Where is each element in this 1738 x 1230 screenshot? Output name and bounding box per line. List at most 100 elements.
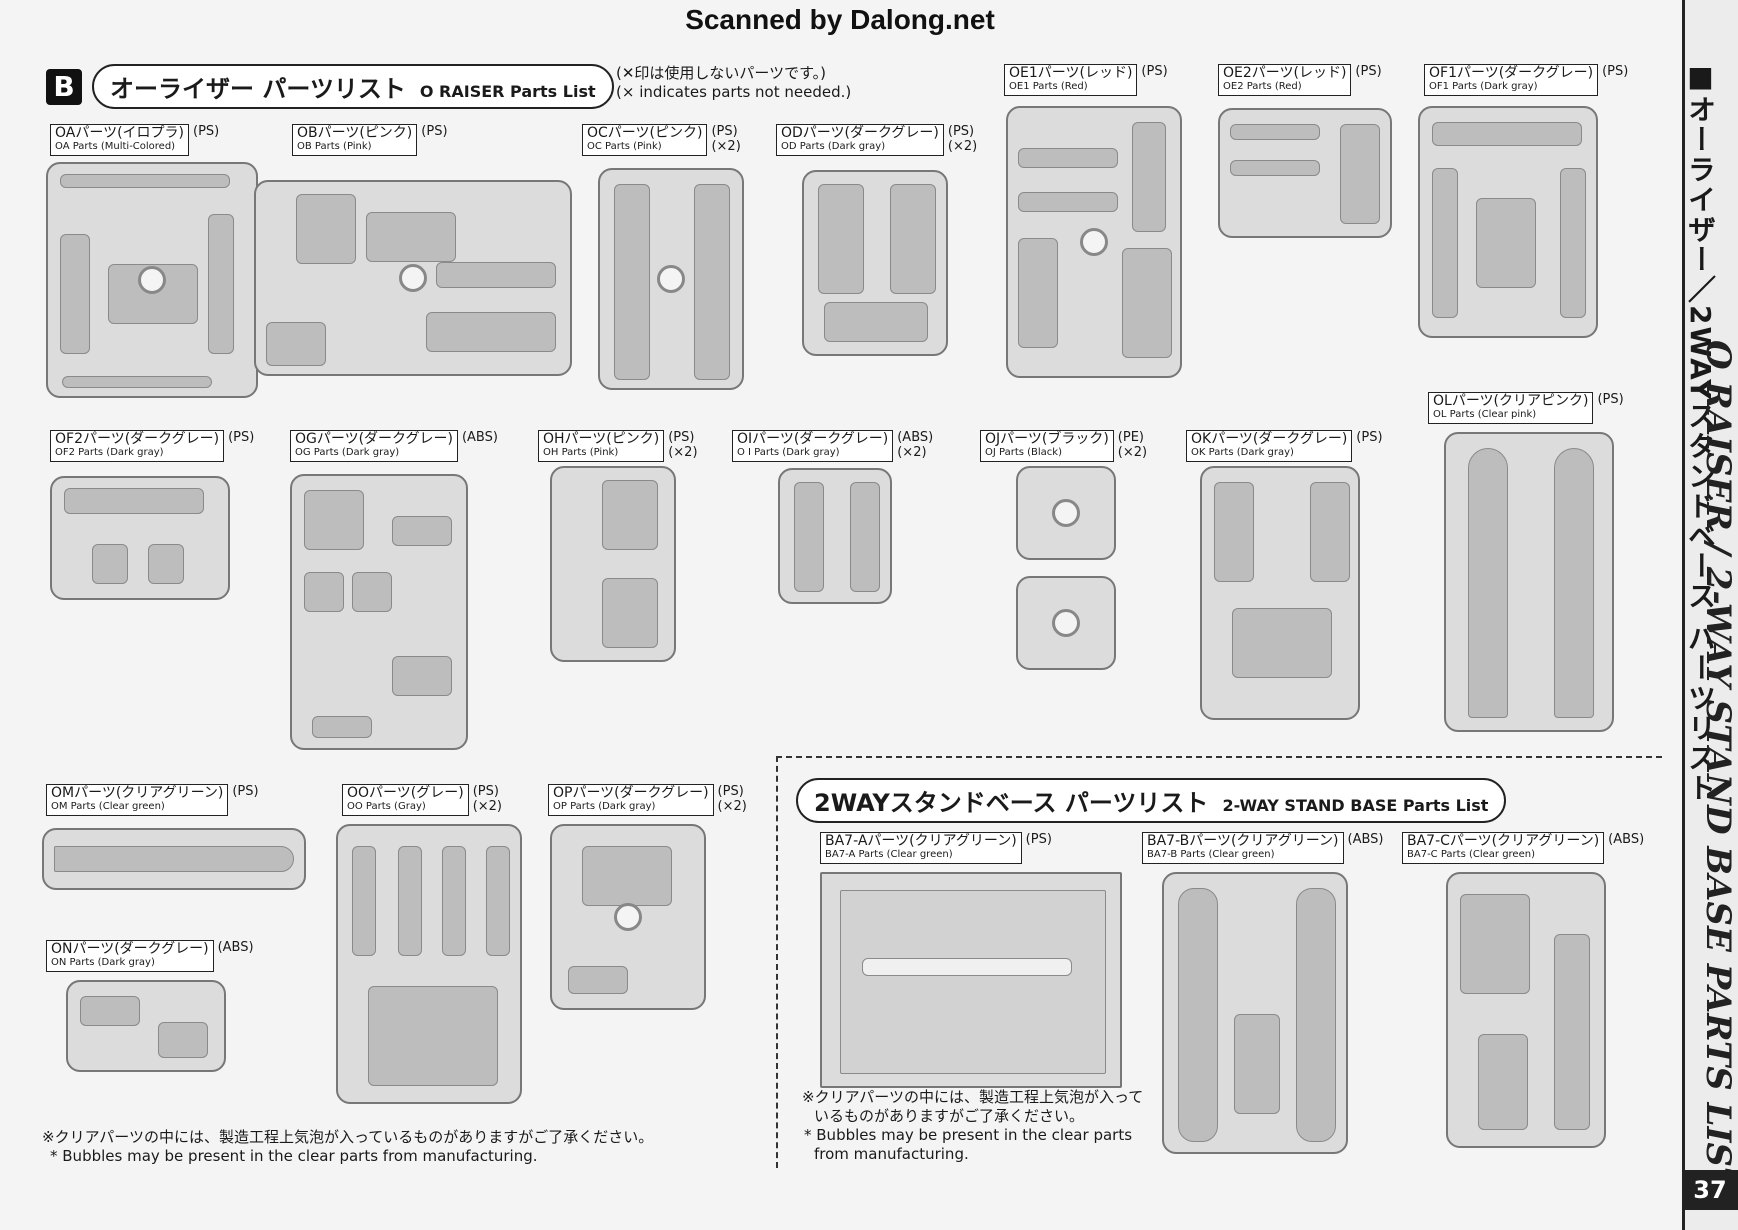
section-badge: B xyxy=(46,68,82,105)
sprue-piece xyxy=(1132,122,1166,232)
part-label-box: OMパーツ(クリアグリーン)OM Parts (Clear green) xyxy=(46,784,229,816)
part-name-jp: OE2パーツ(レッド) xyxy=(1223,65,1347,81)
material: (PS) xyxy=(421,124,448,139)
sprue-OL xyxy=(1444,432,1614,732)
sprue-OF1 xyxy=(1418,106,1598,338)
sprue-piece xyxy=(1232,608,1332,678)
material: (ABS) xyxy=(1608,832,1645,847)
sprue-piece xyxy=(64,488,204,514)
part-name-jp: OF2パーツ(ダークグレー) xyxy=(55,431,220,447)
sprue-OA xyxy=(46,162,258,398)
part-name-jp: OIパーツ(ダークグレー) xyxy=(737,431,889,447)
material: (PS) xyxy=(1356,430,1383,445)
material: (PS) xyxy=(711,124,738,139)
part-name-en: BA7-A Parts (Clear green) xyxy=(825,849,953,860)
sprue-piece xyxy=(208,214,234,354)
part-label-box: OGパーツ(ダークグレー)OG Parts (Dark gray) xyxy=(290,430,458,462)
part-material: (ABS) xyxy=(1608,832,1644,847)
part-label: OE1パーツ(レッド)OE1 Parts (Red) (PS) xyxy=(1004,64,1168,96)
section-title-en: 2-WAY STAND BASE Parts List xyxy=(1222,796,1489,815)
sprue-piece xyxy=(1432,122,1582,146)
part-name-en: OM Parts (Clear green) xyxy=(51,801,165,812)
section-header-o-raiser: B オーライザー パーツリスト O RAISER Parts List xyxy=(46,64,614,109)
sprue-piece xyxy=(304,490,364,550)
part-label: BA7-Bパーツ(クリアグリーン)BA7-B Parts (Clear gree… xyxy=(1142,832,1383,864)
part-name-jp: OE1パーツ(レッド) xyxy=(1009,65,1133,81)
part-material: (PS)(×2) xyxy=(473,784,502,814)
sprue-OE1 xyxy=(1006,106,1182,378)
sprue-OH xyxy=(550,466,676,662)
sprue-OG xyxy=(290,474,468,750)
sprue-OP xyxy=(550,824,706,1010)
sprue-piece xyxy=(840,890,1106,1074)
sprue-piece xyxy=(1230,160,1320,176)
part-label-box: BA7-Aパーツ(クリアグリーン)BA7-A Parts (Clear gree… xyxy=(820,832,1022,864)
sprue-piece xyxy=(352,846,376,956)
part-material: (ABS) xyxy=(218,940,254,955)
sprue-piece xyxy=(794,482,824,592)
part-label: OBパーツ(ピンク)OB Parts (Pink) (PS) xyxy=(292,124,448,156)
material: (PS) xyxy=(232,784,259,799)
material: (ABS) xyxy=(461,430,498,445)
sprue-OK xyxy=(1200,466,1360,720)
sprue-piece xyxy=(1476,198,1536,288)
part-name-en: OP Parts (Dark gray) xyxy=(553,801,656,812)
clear-parts-note-left: ※クリアパーツの中には、製造工程上気泡が入っているものがありますがご了承ください… xyxy=(42,1128,653,1166)
sprue-piece xyxy=(818,184,864,294)
part-name-en: OK Parts (Dark gray) xyxy=(1191,447,1294,458)
part-label-box: ODパーツ(ダークグレー)OD Parts (Dark gray) xyxy=(776,124,944,156)
part-name-jp: OPパーツ(ダークグレー) xyxy=(553,785,709,801)
sprue-piece xyxy=(1432,168,1458,318)
right-sidebar: ■オーライザー／2WAYスタンドベース パーツリスト O RAISER / 2-… xyxy=(1682,0,1738,1230)
watermark: Scanned by Dalong.net xyxy=(685,4,995,35)
sprue-OB xyxy=(254,180,572,376)
part-label: OMパーツ(クリアグリーン)OM Parts (Clear green) (PS… xyxy=(46,784,259,816)
part-label-box: OKパーツ(ダークグレー)OK Parts (Dark gray) xyxy=(1186,430,1353,462)
sprue-piece xyxy=(1178,888,1218,1142)
part-name-jp: OCパーツ(ピンク) xyxy=(587,125,703,141)
sprue-piece xyxy=(92,544,128,584)
part-name-jp: OF1パーツ(ダークグレー) xyxy=(1429,65,1594,81)
part-label-box: ONパーツ(ダークグレー)ON Parts (Dark gray) xyxy=(46,940,214,972)
part-label-box: OPパーツ(ダークグレー)OP Parts (Dark gray) xyxy=(548,784,714,816)
sidebar-title-en: O RAISER / 2-WAY STAND BASE PARTS LIST xyxy=(1698,340,1738,1193)
sprue-gate-ring xyxy=(1052,499,1080,527)
material: (PE) xyxy=(1117,430,1144,445)
sprue-OI xyxy=(778,468,892,604)
clear-parts-note-stand: ※クリアパーツの中には、製造工程上気泡が入って いるものがありますがご了承くださ… xyxy=(802,1088,1143,1164)
unused-parts-note: (✕印は使用しないパーツです。) (× indicates parts not … xyxy=(616,64,851,102)
part-label: OJパーツ(ブラック)OJ Parts (Black) (PE)(×2) xyxy=(980,430,1147,462)
sprue-piece xyxy=(80,996,140,1026)
part-name-en: ON Parts (Dark gray) xyxy=(51,957,155,968)
sprue-piece xyxy=(398,846,422,956)
part-material: (PS)(×2) xyxy=(718,784,747,814)
sprue-piece xyxy=(366,212,456,262)
sprue-OO xyxy=(336,824,522,1104)
sprue-gate-ring xyxy=(657,265,685,293)
sprue-OC xyxy=(598,168,744,390)
quantity: (×2) xyxy=(668,445,698,460)
part-material: (PE)(×2) xyxy=(1118,430,1147,460)
part-name-en: OE2 Parts (Red) xyxy=(1223,81,1302,92)
part-name-jp: OAパーツ(イロプラ) xyxy=(55,125,184,141)
sprue-BA7-C xyxy=(1446,872,1606,1148)
part-name-jp: ONパーツ(ダークグレー) xyxy=(51,941,209,957)
part-label: BA7-Aパーツ(クリアグリーン)BA7-A Parts (Clear gree… xyxy=(820,832,1052,864)
part-label: OPパーツ(ダークグレー)OP Parts (Dark gray) (PS)(×… xyxy=(548,784,747,816)
sprue-gate-ring xyxy=(1052,609,1080,637)
part-label: BA7-Cパーツ(クリアグリーン)BA7-C Parts (Clear gree… xyxy=(1402,832,1644,864)
sprue-piece xyxy=(1122,248,1172,358)
part-material: (PS) xyxy=(1355,64,1381,79)
sprue-piece xyxy=(614,184,650,380)
material: (PS) xyxy=(717,784,744,799)
sprue-piece xyxy=(368,986,498,1086)
sprue-gate-ring xyxy=(138,266,166,294)
part-name-jp: BA7-Bパーツ(クリアグリーン) xyxy=(1147,833,1339,849)
sprue-piece xyxy=(158,1022,208,1058)
part-material: (ABS) xyxy=(1348,832,1384,847)
sprue-piece xyxy=(392,656,452,696)
part-label-box: OJパーツ(ブラック)OJ Parts (Black) xyxy=(980,430,1114,462)
page-number: 37 xyxy=(1682,1170,1738,1210)
sprue-piece xyxy=(486,846,510,956)
material: (PS) xyxy=(1597,392,1624,407)
